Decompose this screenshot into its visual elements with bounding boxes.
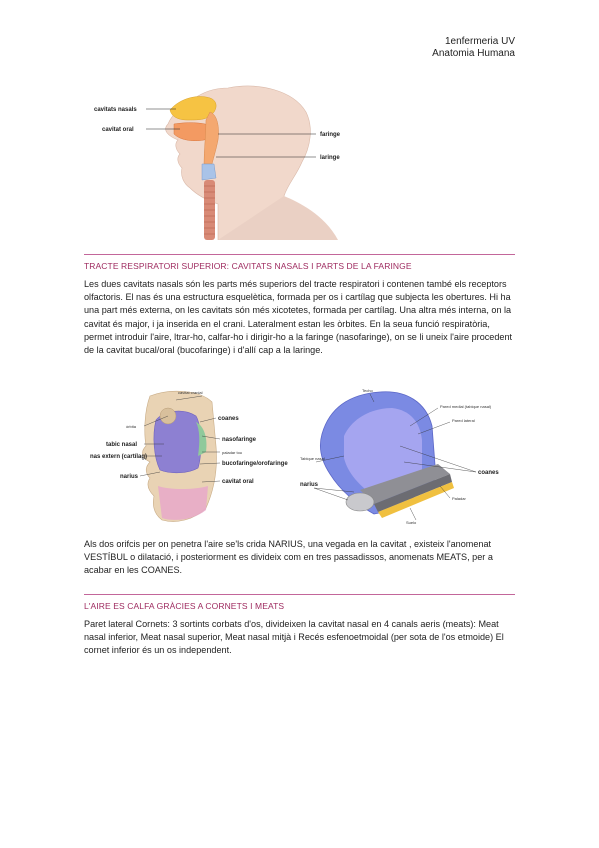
label-choanae: coanes — [478, 470, 499, 476]
label-septum: Tabique nasal — [300, 456, 325, 461]
label-oral-cavity: cavitat oral — [102, 127, 134, 133]
neck-tissue — [218, 196, 338, 240]
label-pharynx: faringe — [320, 132, 341, 138]
pharynx-shape — [203, 111, 219, 165]
label-roof: Techo — [362, 388, 373, 393]
nasal-cavity-shape — [169, 96, 217, 121]
label-palate: Paladar — [452, 496, 466, 501]
section-heading-cornets: L'AIRE ES CALFA GRÀCIES A CORNETS I MEAT… — [84, 594, 515, 611]
label-nasopharynx: nasofaringe — [222, 437, 257, 443]
header-subject: Anatomia Humana — [432, 48, 515, 59]
nasal-cavity-3d-figure: Techo Pared medial (tabique nasal) Pared… — [300, 388, 499, 525]
head-sagittal-figure: cavitats nasals cavitat oral faringe lar… — [94, 85, 341, 240]
jaw-shape — [158, 486, 208, 520]
floor-block-side — [374, 474, 452, 512]
trachea-rings — [204, 185, 215, 235]
label-floor: Suelo — [406, 520, 417, 525]
floor-block — [360, 464, 450, 504]
label-soft-palate: paladar tou — [222, 450, 242, 455]
label-oral-cavity-2: cavitat oral — [222, 479, 254, 485]
paragraph-cornets: Paret lateral Cornets: 3 sortints corbat… — [84, 619, 504, 656]
nasal-skull-figure: cavitat cranial coanes òrbita nasofaring… — [90, 390, 288, 522]
fig3-leader-lines — [313, 393, 477, 521]
nasal-cavity-blue — [153, 410, 202, 474]
palate-shape — [378, 482, 454, 518]
label-larynx: laringe — [320, 155, 340, 161]
label-nasal-cavities: cavitats nasals — [94, 107, 137, 113]
label-oropharynx: bucofaringe/orofaringe — [222, 461, 288, 467]
label-lateral-wall: Pared lateral — [452, 418, 475, 423]
label-nostrils: narius — [120, 474, 139, 480]
medial-wall-shape — [344, 408, 422, 496]
label-nostrils-3d: narius — [300, 482, 319, 488]
label-orbit: òrbita — [126, 424, 137, 429]
paragraph-nasal-cavities: Les dues cavitats nasals són les parts m… — [84, 279, 513, 356]
section-heading-upper-respiratory: TRACTE RESPIRATORI SUPERIOR: CAVITATS NA… — [84, 254, 515, 271]
nasopharynx-shape — [196, 422, 207, 456]
paragraph-narius: Als dos orifcis per on penetra l'aire se… — [84, 539, 493, 576]
page-header: 1enfermeria UV Anatomia Humana — [432, 36, 515, 60]
label-cranial-cavity: cavitat cranial — [178, 390, 203, 395]
leader-lines — [146, 108, 316, 158]
label-external-nose: nas extern (cartílag) — [90, 454, 147, 460]
label-coanes: coanes — [218, 416, 239, 422]
label-nasal-septum: tabic nasal — [106, 442, 137, 448]
nostril-shape — [345, 492, 375, 512]
larynx-shape — [201, 163, 217, 181]
label-medial-wall: Pared medial (tabique nasal) — [440, 404, 492, 409]
fig2-leader-lines — [139, 395, 221, 483]
header-course: 1enfermeria UV — [444, 36, 515, 47]
